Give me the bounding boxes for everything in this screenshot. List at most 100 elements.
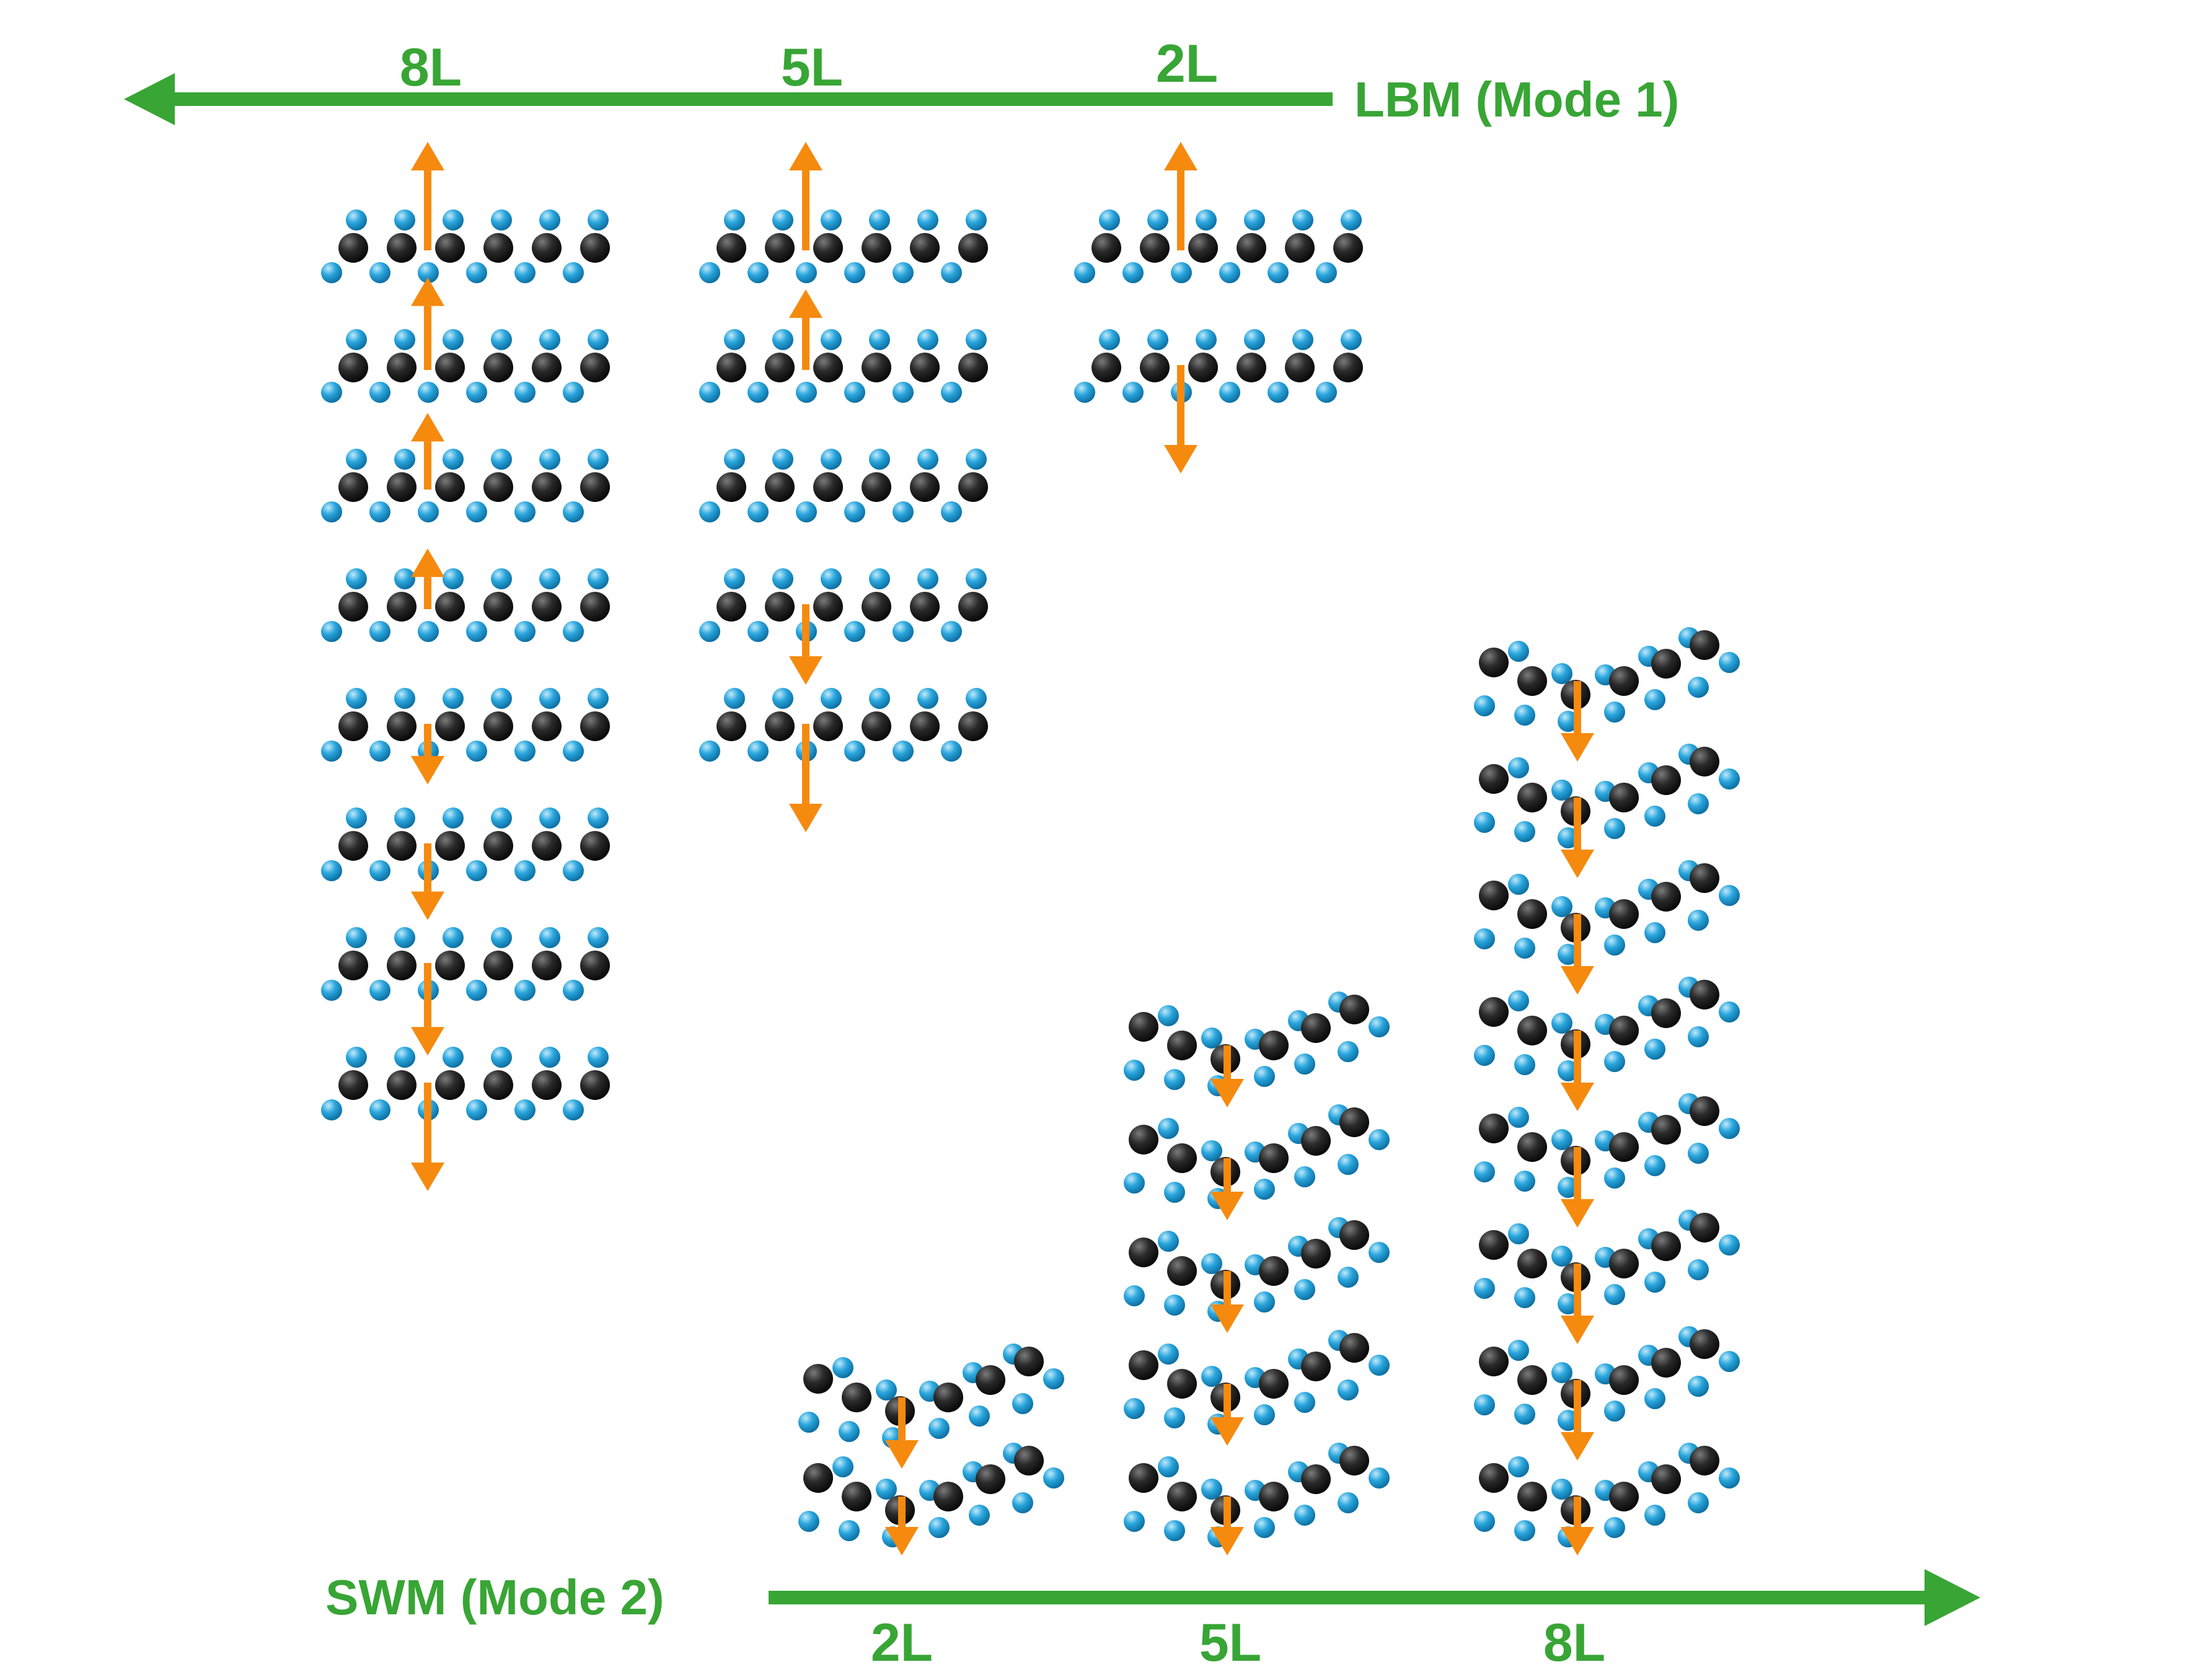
dark-atom [387,711,417,741]
light-atom [1558,1410,1579,1431]
dark-atom [1301,1464,1331,1494]
dark-atom [717,592,746,622]
dark-atom [435,592,465,622]
atomic-layer [1474,1093,1740,1198]
dark-atom [1479,881,1509,910]
light-atom [1508,1223,1529,1244]
arrow-head [1561,733,1594,762]
swm-stack-5l [1124,992,1390,1555]
light-atom [699,382,720,403]
light-atom [369,980,390,1001]
dark-atom [338,951,368,980]
light-atom [1158,1456,1179,1477]
light-atom [1508,757,1529,778]
light-atom [588,927,609,948]
light-atom [1644,1155,1665,1176]
light-atom [1164,1069,1185,1090]
atomic-layer [1474,744,1740,848]
light-atom [821,329,842,350]
displacement-arrow-down [1210,1497,1244,1555]
light-atom [1719,652,1740,673]
atomic-layer [321,807,610,881]
light-atom [466,980,487,1001]
dark-atom [1333,353,1363,382]
light-atom [1508,990,1529,1011]
light-atom [1514,1404,1535,1425]
atomic-layer [1474,860,1740,965]
light-atom [1124,1511,1145,1532]
light-atom [1043,1368,1064,1389]
lbm-stack-8l [321,142,610,1191]
light-atom [1338,1041,1359,1062]
dark-atom [1479,764,1509,794]
displacement-arrow-down [1210,1384,1244,1446]
light-atom [1604,818,1625,839]
swm-mode-axis: SWM (Mode 2) 2L 5L 8L [325,1569,1980,1673]
light-atom [1644,1039,1665,1060]
arrow-head [411,548,444,578]
atomic-layer [1074,209,1363,283]
light-atom [1719,1001,1740,1023]
dark-atom [483,711,513,741]
dark-atom [338,472,368,502]
dark-atom [1690,980,1719,1009]
dark-atom [958,711,988,741]
light-atom [563,262,584,283]
light-atom [1043,1467,1064,1489]
light-atom [747,382,769,403]
displacement-arrow-up [411,548,444,609]
light-atom [1124,1060,1145,1081]
light-atom [1292,209,1313,231]
light-atom [928,1418,950,1439]
light-atom [941,621,962,642]
displacement-arrow-down [789,724,822,832]
light-atom [369,262,390,283]
displacement-arrow-down [1210,1271,1244,1333]
dark-atom [483,592,513,622]
light-atom [1644,1272,1665,1293]
light-atom [563,1099,584,1120]
dark-atom [1651,1231,1681,1261]
light-atom [876,1479,897,1500]
light-atom [1688,1026,1709,1047]
light-atom [1294,1279,1315,1300]
light-atom [321,262,342,283]
light-atom [1688,677,1709,698]
dark-atom [483,472,513,502]
dark-atom [1237,233,1266,263]
dark-atom [958,472,988,502]
light-atom [491,688,512,709]
light-atom [1369,1129,1390,1150]
light-atom [466,501,487,522]
dark-atom [1690,747,1719,776]
light-atom [747,621,769,642]
light-atom [869,688,890,709]
dark-atom [483,353,513,382]
lbm-layer-stacks [321,142,1363,1191]
dark-atom [1690,1213,1719,1242]
arrow-head [1561,1316,1594,1344]
light-atom [796,501,817,522]
light-atom [699,621,720,642]
light-atom [724,449,745,470]
lbm-axis-arrowhead [124,73,175,125]
light-atom [798,1511,819,1532]
light-atom [1074,382,1095,403]
light-atom [1292,329,1313,350]
dark-atom [1188,233,1218,263]
light-atom [747,262,769,283]
dark-atom [1259,1143,1289,1173]
light-atom [346,209,367,231]
light-atom [1508,1107,1529,1128]
light-atom [1369,1242,1390,1263]
displacement-arrow-down [1164,365,1197,473]
arrow-head [411,755,444,785]
dark-atom [1339,1333,1369,1363]
light-atom [1551,1246,1572,1267]
arrow-head [1210,1417,1244,1446]
light-atom [1268,382,1289,403]
dark-atom [1301,1239,1331,1269]
dark-atom [1129,1463,1158,1493]
light-atom [966,688,987,709]
light-atom [1171,262,1192,283]
